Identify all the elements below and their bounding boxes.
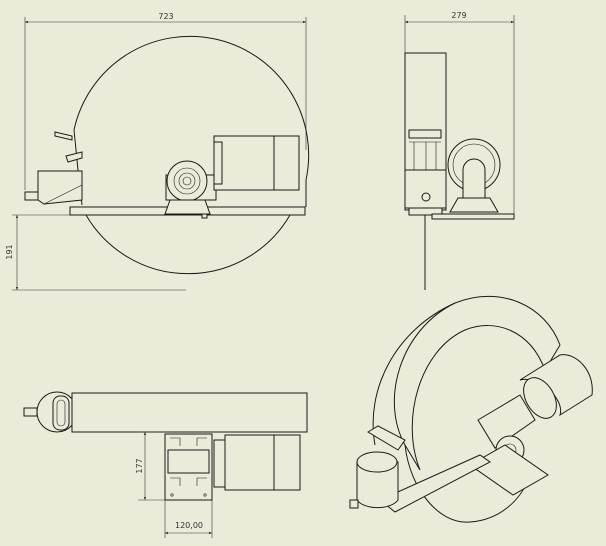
- hopper: [37, 170, 83, 205]
- front-view: 723 191: [5, 12, 310, 291]
- dimension-279: 279: [451, 11, 466, 20]
- dimension-191: 191: [5, 244, 14, 259]
- cup-iso: [356, 461, 399, 509]
- motor-top: [224, 434, 301, 491]
- gearbox: [166, 160, 208, 202]
- motor-mount-iso: [469, 444, 549, 496]
- nozzle: [24, 191, 39, 201]
- blade-guard-top: [71, 392, 308, 433]
- motor: [213, 135, 300, 191]
- isometric-view: [349, 295, 593, 523]
- base-arm-iso: [379, 454, 491, 513]
- slot: [52, 395, 70, 431]
- dimension-177: 177: [135, 458, 144, 473]
- blade-guard: [73, 35, 310, 181]
- top-view: 177 120,00: [23, 391, 308, 538]
- handle-iso: [367, 425, 406, 451]
- motor-foot: [164, 199, 211, 215]
- blade-lower-arc: [85, 214, 291, 275]
- blade-guard-iso: [393, 295, 561, 471]
- dimension-120: 120,00: [175, 521, 203, 530]
- dimension-723: 723: [158, 12, 173, 21]
- base-plate-side: [431, 213, 515, 220]
- side-view: 279: [404, 11, 515, 290]
